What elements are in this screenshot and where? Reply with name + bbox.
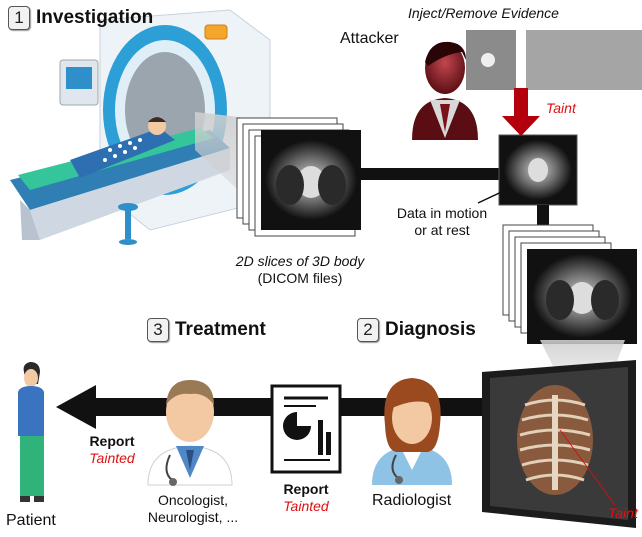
doctor-label-line1: Oncologist,	[157, 492, 229, 508]
attacker-label: Attacker	[340, 30, 399, 47]
report-left-title: Report	[89, 433, 135, 449]
report-document-icon	[270, 384, 342, 474]
step-title: Investigation	[36, 7, 154, 28]
step-treatment: 3 Treatment	[147, 318, 266, 342]
radiologist-icon	[372, 378, 452, 485]
data-pointer-line	[477, 187, 511, 204]
tainted-slice-stack	[502, 224, 637, 344]
data-motion-line1: Data in motion	[396, 205, 488, 221]
taint-label: Taint	[546, 100, 576, 116]
report-middle-label: Report Tainted	[272, 481, 340, 515]
monitor-icon	[482, 360, 636, 528]
data-motion-label: Data in motion or at rest	[386, 205, 498, 239]
evidence-image	[466, 28, 642, 92]
attacker-action-label: Inject/Remove Evidence	[408, 5, 559, 21]
data-motion-line2: or at rest	[414, 222, 470, 238]
ct-scanner-icon	[10, 9, 271, 245]
slices-caption: 2D slices of 3D body (DICOM files)	[215, 253, 385, 287]
monitor-taint-label: Taint	[608, 505, 638, 521]
step-number: 3	[147, 318, 169, 342]
step-investigation: 1 Investigation	[8, 6, 153, 30]
step-diagnosis: 2 Diagnosis	[357, 318, 476, 342]
doctor-label-line2: Neurologist, ...	[147, 509, 239, 525]
step-number: 1	[8, 6, 30, 30]
patient-icon	[18, 362, 44, 502]
report-left-status: Tainted	[89, 450, 135, 466]
report-left-label: Report Tainted	[80, 433, 144, 467]
radiologist-label: Radiologist	[372, 492, 452, 509]
slices-caption-line2: (DICOM files)	[257, 270, 343, 286]
step-number: 2	[357, 318, 379, 342]
ct-slice-stack	[236, 117, 361, 237]
flow-arrow-storage	[361, 168, 501, 180]
taint-arrow	[502, 88, 540, 136]
doctor-label: Oncologist, Neurologist, ...	[128, 492, 258, 526]
oncologist-icon	[147, 380, 233, 486]
ct-slice-single	[498, 134, 578, 206]
slices-caption-line1: 2D slices of 3D body	[235, 253, 365, 269]
report-middle-title: Report	[283, 481, 329, 497]
monitor-taint-line	[559, 429, 616, 506]
patient-label: Patient	[6, 512, 56, 529]
step-title: Treatment	[175, 319, 266, 340]
report-middle-status: Tainted	[283, 498, 329, 514]
step-title: Diagnosis	[385, 319, 476, 340]
attacker-icon	[412, 41, 478, 140]
